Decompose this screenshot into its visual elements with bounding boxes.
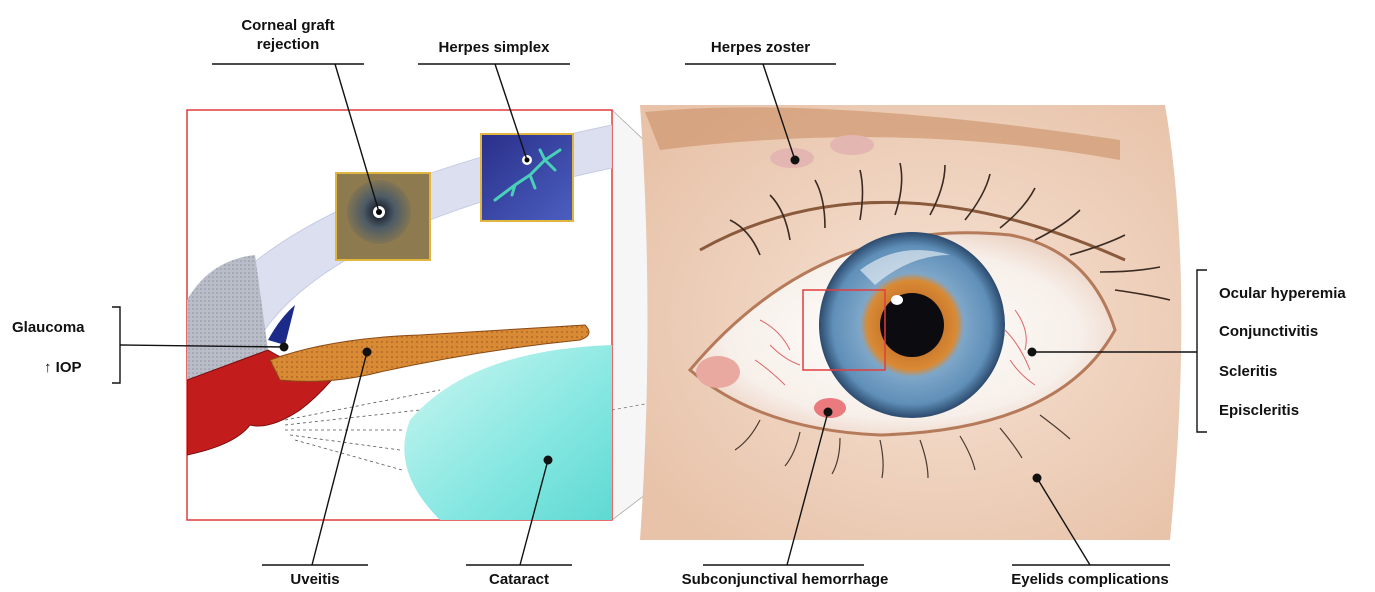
glaucoma-label: Glaucoma: [12, 318, 85, 337]
eyelids-complications-label: Eyelids complications: [995, 570, 1185, 589]
corneal-graft-rejection-line-2: rejection: [218, 35, 358, 54]
cataract-label: Cataract: [466, 570, 572, 589]
uveitis-dot: [363, 348, 372, 357]
herpes-simplex-dendrite-photo: [481, 134, 573, 221]
eyelids-dot: [1033, 474, 1042, 483]
subconjunctival-hemorrhage-label: Subconjunctival hemorrhage: [660, 570, 910, 589]
scleritis-label: Scleritis: [1219, 362, 1277, 381]
glaucoma-bracket: [112, 307, 120, 383]
corneal-graft-photo: [336, 173, 430, 260]
herpes-zoster-dot: [791, 156, 800, 165]
ocular-hyperemia-label: Ocular hyperemia: [1219, 284, 1346, 303]
ocular-surface-dot: [1028, 348, 1037, 357]
uveitis-label: Uveitis: [262, 570, 368, 589]
pupil: [880, 293, 944, 357]
corneal-graft-rejection-line-1: Corneal graft: [218, 16, 358, 35]
corneal-reflection: [891, 295, 903, 305]
herpes-simplex-label: Herpes simplex: [418, 38, 570, 57]
subconjunctival-dot: [824, 408, 833, 417]
corneal-graft-rejection-label: Corneal graft rejection: [218, 16, 358, 54]
conjunctivitis-label: Conjunctivitis: [1219, 322, 1318, 341]
episcleritis-label: Episcleritis: [1219, 401, 1299, 420]
herpes-zoster-lesion: [830, 135, 874, 155]
herpes-zoster-label: Herpes zoster: [685, 38, 836, 57]
iop-label: ↑ IOP: [44, 358, 82, 377]
glaucoma-dot: [280, 343, 289, 352]
ocular-surface-bracket: [1197, 270, 1207, 432]
caruncle: [696, 356, 740, 388]
eye-illustration: [640, 105, 1181, 540]
cataract-dot: [544, 456, 553, 465]
